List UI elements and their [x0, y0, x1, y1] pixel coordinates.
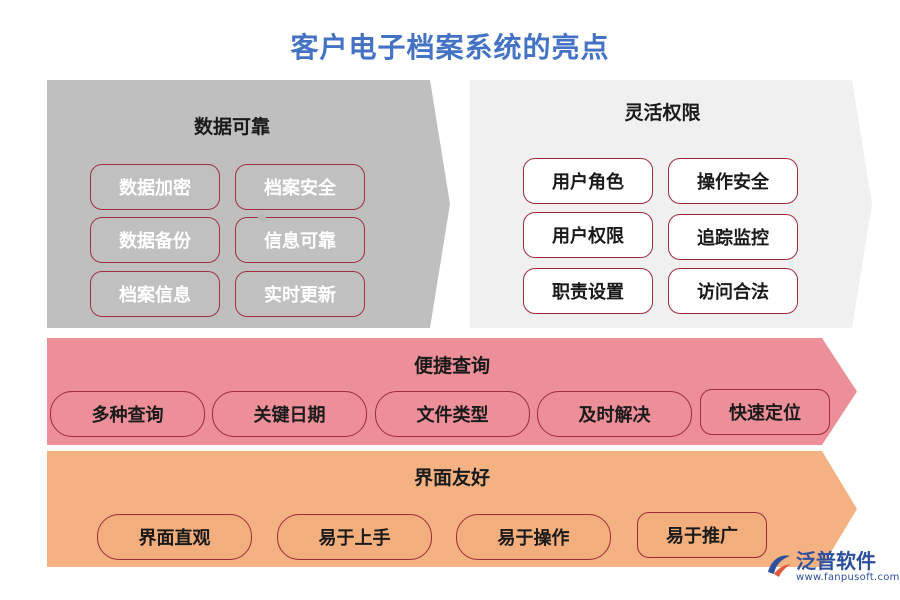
chip-realtime-update: 实时更新 [235, 271, 365, 317]
brand-name: 泛普软件 [796, 549, 876, 573]
panel-flexible-permission: 灵活权限 用户角色 操作安全 用户权限 追踪监控 职责设置 访问合法 [470, 80, 872, 328]
chip-key-date: 关键日期 [212, 391, 367, 437]
page-title: 客户电子档案系统的亮点 [290, 31, 610, 64]
chip-user-permission: 用户权限 [523, 212, 653, 258]
chip-archive-security: 档案安全 [235, 164, 365, 210]
panel-convenient-query: 便捷查询 多种查询 关键日期 文件类型 及时解决 快速定位 [47, 338, 857, 445]
chip-easy-operate: 易于操作 [456, 514, 611, 560]
chip-easy-promote: 易于推广 [637, 512, 767, 558]
chip-data-encryption: 数据加密 [90, 164, 220, 210]
panel-data-reliable-title: 数据可靠 [193, 116, 270, 138]
chip-tracking-monitor: 追踪监控 [668, 214, 798, 260]
chip-multi-query: 多种查询 [50, 391, 205, 437]
chip-timely-resolve: 及时解决 [537, 391, 692, 437]
brand-logo-icon [768, 555, 791, 577]
chip-operation-security: 操作安全 [668, 158, 798, 204]
brand-url: www.fanpusoft.com [796, 572, 900, 583]
chip-info-reliable: 信息可靠 [235, 217, 365, 263]
chip-file-type: 文件类型 [375, 391, 530, 437]
chip-archive-info: 档案信息 [90, 271, 220, 317]
panel-data-reliable: 数据可靠 数据加密 档案安全 数据备份 信息可靠 档案信息 实时更新 [47, 80, 450, 328]
chip-data-backup: 数据备份 [90, 217, 220, 263]
watermark-mark-icon [258, 214, 266, 222]
chip-duty-setting: 职责设置 [523, 268, 653, 314]
chip-user-role: 用户角色 [523, 158, 653, 204]
brand-logo: 泛普软件 www.fanpusoft.com [764, 550, 900, 583]
panel-flexible-permission-title: 灵活权限 [624, 102, 701, 124]
panel-convenient-query-title: 便捷查询 [413, 355, 490, 377]
panel-friendly-interface: 界面友好 界面直观 易于上手 易于操作 易于推广 [47, 451, 857, 567]
chip-access-legal: 访问合法 [668, 268, 798, 314]
panel-friendly-interface-title: 界面友好 [413, 467, 490, 489]
chip-quick-locate: 快速定位 [700, 389, 830, 435]
chip-easy-start: 易于上手 [277, 514, 432, 560]
panel-flexible-permission-arrow [470, 80, 872, 328]
chip-intuitive-interface: 界面直观 [97, 514, 252, 560]
watermark-logo [258, 214, 268, 222]
